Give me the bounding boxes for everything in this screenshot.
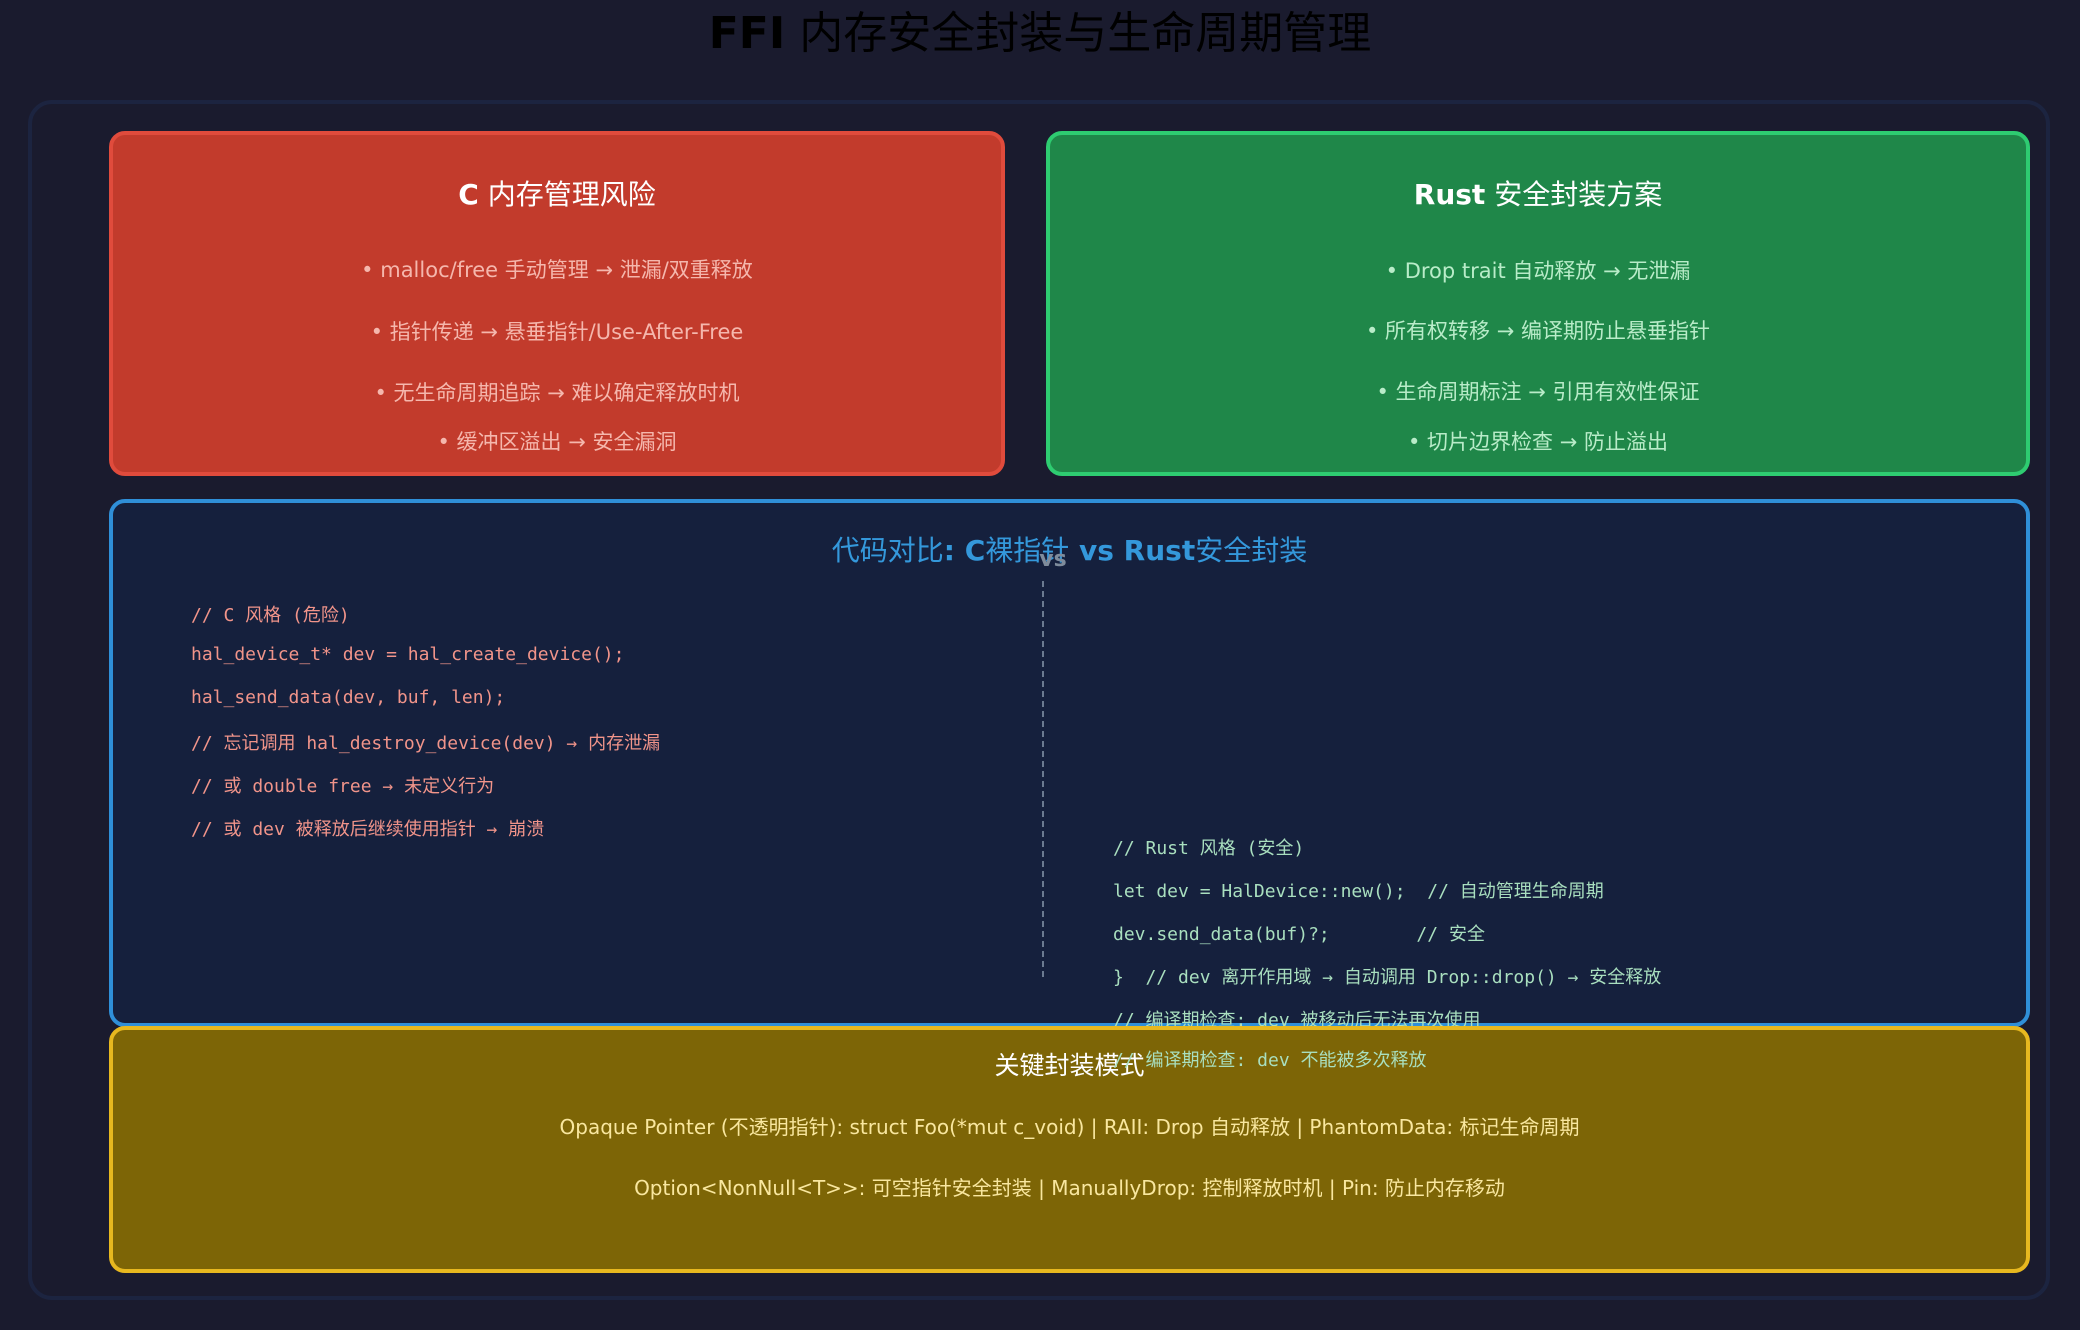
rust-code-line: // Rust 风格 (安全) [1113, 838, 1305, 859]
c-code-line: // C 风格 (危险) [191, 605, 350, 626]
c-code-line: // 忘记调用 hal_destroy_device(dev) → 内存泄漏 [191, 733, 661, 754]
rust-code-line: // 编译期检查: dev 被移动后无法再次使用 [1113, 1010, 1481, 1031]
rust-code-line-overflow: // 编译期检查: dev 不能被多次释放 [1113, 1050, 1427, 1071]
rust-code-line: let dev = HalDevice::new(); // 自动管理生命周期 [1113, 881, 1604, 902]
rust-safe-box: Rust 安全封装方案 • Drop trait 自动释放 → 无泄漏 • 所有… [1046, 131, 2030, 476]
code-compare-title: 代码对比: C裸指针 vs Rust安全封装 [113, 529, 2026, 569]
outer-frame [28, 100, 2050, 1300]
c-risk-title-bold: C [458, 178, 479, 211]
page-title: FFI 内存安全封装与生命周期管理 [0, 6, 2080, 62]
rust-code-line: dev.send_data(buf)?; // 安全 [1113, 924, 1485, 945]
c-risk-box: C 内存管理风险 • malloc/free 手动管理 → 泄漏/双重释放 • … [109, 131, 1005, 476]
c-code-line: // 或 dev 被释放后继续使用指针 → 崩溃 [191, 819, 545, 840]
rust-safe-title: Rust 安全封装方案 [1050, 173, 2026, 213]
rust-safe-title-bold: Rust [1413, 178, 1486, 211]
key-patterns-line: Option<NonNull<T>>: 可空指针安全封装 | ManuallyD… [634, 1176, 1505, 1200]
key-patterns-line: Opaque Pointer (不透明指针): struct Foo(*mut … [559, 1115, 1580, 1139]
rust-safe-item: • 切片边界检查 → 防止溢出 [1407, 430, 1668, 454]
code-title-part: 安全封装 [1195, 534, 1308, 567]
code-divider [1042, 581, 1044, 977]
code-compare-box: 代码对比: C裸指针 vs Rust安全封装 vs // C 风格 (危险) h… [109, 499, 2030, 1031]
c-risk-item: • 缓冲区溢出 → 安全漏洞 [437, 430, 677, 454]
code-title-part: vs Rust [1069, 534, 1196, 567]
c-code-line: hal_send_data(dev, buf, len); [191, 687, 506, 708]
title-ffi: FFI [708, 8, 786, 59]
rust-safe-item: • 所有权转移 → 编译期防止悬垂指针 [1365, 319, 1710, 343]
code-title-part: 代码对比 [831, 534, 944, 567]
c-risk-title: C 内存管理风险 [113, 173, 1001, 213]
c-risk-item: • malloc/free 手动管理 → 泄漏/双重释放 [361, 258, 753, 282]
code-title-part: 裸指针 [985, 534, 1070, 567]
c-risk-item: • 指针传递 → 悬垂指针/Use-After-Free [370, 320, 744, 344]
title-rest: 内存安全封装与生命周期管理 [785, 8, 1372, 59]
c-code-line: // 或 double free → 未定义行为 [191, 776, 495, 797]
key-patterns-title: 关键封装模式 [994, 1051, 1145, 1080]
key-patterns-box: 关键封装模式 Opaque Pointer (不透明指针): struct Fo… [109, 1026, 2030, 1273]
c-risk-item: • 无生命周期追踪 → 难以确定释放时机 [374, 381, 740, 405]
rust-safe-title-rest: 安全封装方案 [1485, 178, 1663, 211]
c-risk-title-rest: 内存管理风险 [478, 178, 656, 211]
rust-safe-item: • Drop trait 自动释放 → 无泄漏 [1385, 259, 1691, 283]
code-title-part: : C [943, 534, 986, 567]
vs-label: vs [1039, 547, 1067, 572]
c-code-line: hal_device_t* dev = hal_create_device(); [191, 644, 625, 665]
rust-safe-item: • 生命周期标注 → 引用有效性保证 [1376, 380, 1700, 404]
rust-code-line: } // dev 离开作用域 → 自动调用 Drop::drop() → 安全释… [1113, 967, 1662, 988]
